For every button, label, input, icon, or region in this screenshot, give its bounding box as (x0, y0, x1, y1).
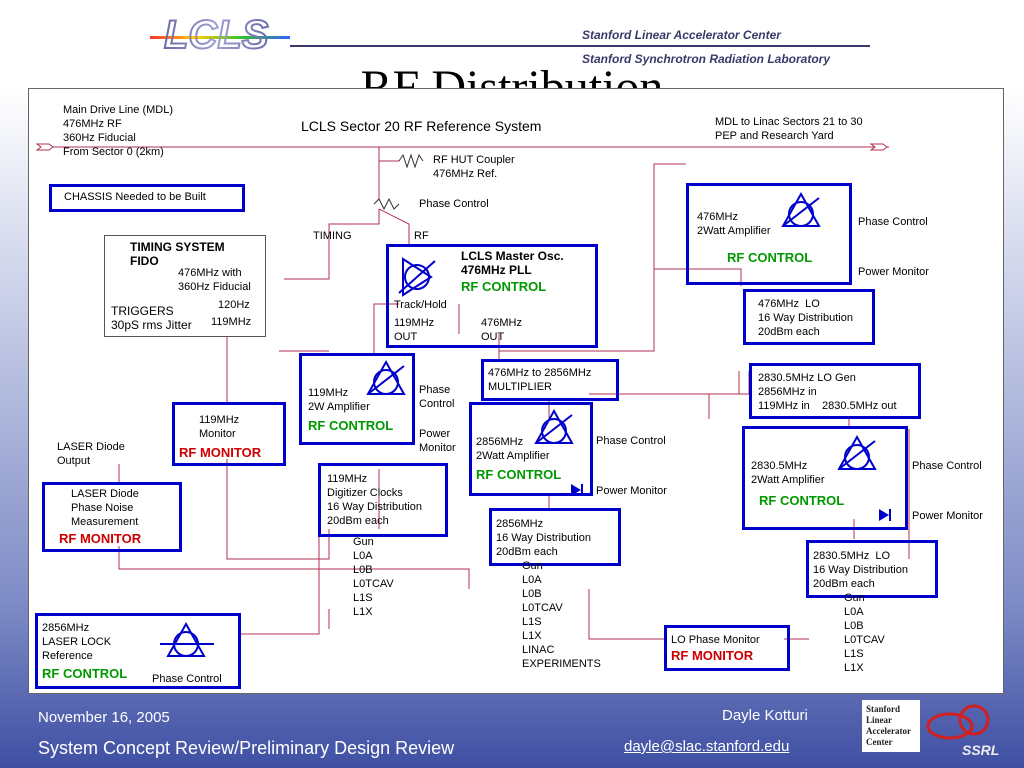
laser-noise-label: LASER Diode Phase Noise Measurement (71, 488, 139, 528)
amp476-phase-control: Phase Control (858, 216, 928, 228)
track-hold-label: Track/Hold (394, 299, 447, 311)
chassis-note: CHASSIS Needed to be Built (49, 184, 245, 212)
amp119-label: 119MHz 2W Amplifier (308, 387, 370, 413)
footer-author: Dayle Kotturi (722, 707, 808, 724)
laser-noise-box: LASER Diode Phase Noise Measurement RF M… (42, 482, 182, 552)
timing-system-label: TIMING SYSTEM FIDO (130, 240, 225, 268)
mdl-input-label: Main Drive Line (MDL) 476MHz RF 360Hz Fi… (63, 104, 174, 158)
amp476-power-monitor: Power Monitor (858, 266, 929, 278)
lo-gen-label: 2830.5MHz LO Gen 2856MHz in 119MHz in 28… (758, 372, 897, 412)
amp119-power-monitor: Power Monitor (419, 428, 456, 454)
footer-email-link[interactable]: dayle@slac.stanford.edu (624, 738, 790, 755)
laser-output-label: LASER Diode Output (57, 441, 125, 467)
ssrl-logo: SSRL (926, 704, 999, 758)
multiplier-label: 476MHz to 2856MHz MULTIPLIER (488, 367, 592, 393)
amplifier-icon (837, 434, 877, 470)
timing-system-box: TIMING SYSTEM FIDO 476MHz with 360Hz Fid… (104, 235, 266, 337)
dist2856-label: 2856MHz 16 Way Distribution 20dBm each (496, 518, 591, 558)
diagram-subtitle: LCLS Sector 20 RF Reference System (301, 118, 542, 134)
multiplier-box: 476MHz to 2856MHz MULTIPLIER (481, 359, 619, 401)
list2856: Gun L0A L0B L0TCAV L1S L1X LINAC EXPERIM… (522, 560, 601, 670)
list119: Gun L0A L0B L0TCAV L1S L1X (353, 536, 394, 618)
org-line-2: Stanford Synchrotron Radiation Laborator… (582, 52, 831, 66)
amp2830-power-monitor: Power Monitor (912, 510, 983, 522)
svg-text:SSRL: SSRL (962, 742, 999, 758)
amp2856-box: 2856MHz 2Watt Amplifier RF CONTROL (469, 402, 593, 496)
lcls-logo: LCLS (150, 12, 290, 58)
amp2856-rf-control: RF CONTROL (476, 467, 562, 482)
laser-lock-label: 2856MHz LASER LOCK Reference (42, 622, 112, 662)
mon119-label: 119MHz Monitor (199, 414, 240, 440)
laser-rf-monitor: RF MONITOR (59, 531, 142, 546)
amplifier-icon (781, 191, 821, 227)
amp476-label: 476MHz 2Watt Amplifier (697, 211, 771, 237)
lo-monitor-box: LO Phase Monitor RF MONITOR (664, 625, 790, 671)
diode-icon (879, 509, 891, 521)
amplifier-icon (534, 408, 574, 444)
dig119-label: 119MHz Digitizer Clocks 16 Way Distribut… (327, 473, 422, 527)
master-osc-box: LCLS Master Osc. 476MHz PLL RF CONTROL T… (386, 244, 598, 348)
amplifier-icon (160, 621, 214, 657)
header-rule (290, 45, 870, 47)
out476-label: 476MHz OUT (481, 317, 522, 343)
lo476-label: 476MHz LO 16 Way Distribution 20dBm each (758, 298, 853, 338)
timing-119-label: 119MHz (211, 316, 252, 328)
amplifier-icon (366, 359, 406, 395)
amp2830-box: 2830.5MHz 2Watt Amplifier RF CONTROL (742, 426, 908, 530)
dig119-box: 119MHz Digitizer Clocks 16 Way Distribut… (318, 463, 448, 537)
dist2856-box: 2856MHz 16 Way Distribution 20dBm each (489, 508, 621, 566)
amp119-box: 119MHz 2W Amplifier RF CONTROL (299, 353, 415, 445)
wiring (35, 143, 910, 640)
amp476-box: 476MHz 2Watt Amplifier RF CONTROL (686, 183, 852, 285)
mon119-box: 119MHz Monitor RF MONITOR (172, 402, 286, 466)
laser-lock-phase-control: Phase Control (152, 673, 222, 685)
mdl-output-label: MDL to Linac Sectors 21 to 30 PEP and Re… (715, 116, 863, 142)
out119-label: 119MHz OUT (394, 317, 435, 343)
amp2856-label: 2856MHz 2Watt Amplifier (476, 436, 550, 462)
chassis-label: CHASSIS Needed to be Built (64, 191, 206, 203)
master-osc-rf-control: RF CONTROL (461, 279, 547, 294)
master-osc-label: LCLS Master Osc. 476MHz PLL (461, 249, 564, 277)
lo476-box: 476MHz LO 16 Way Distribution 20dBm each (743, 289, 875, 345)
timing-label: TIMING (313, 230, 352, 242)
diode-icon (571, 484, 583, 496)
rf-label: RF (414, 230, 429, 242)
amp119-phase-control: Phase Control (419, 384, 455, 410)
lo-monitor-label: LO Phase Monitor (671, 634, 760, 646)
lo2830-label: 2830.5MHz LO 16 Way Distribution 20dBm e… (813, 550, 908, 590)
footer-review: System Concept Review/Preliminary Design… (38, 738, 455, 758)
mon119-rf-monitor: RF MONITOR (179, 445, 262, 460)
lo-gen-box: 2830.5MHz LO Gen 2856MHz in 119MHz in 28… (749, 363, 921, 419)
rf-hut-label: RF HUT Coupler 476MHz Ref. (433, 154, 515, 180)
slac-logo: Stanford Linear Accelerator Center (862, 700, 920, 752)
hz120-label: 120Hz (218, 299, 250, 311)
amp2830-label: 2830.5MHz 2Watt Amplifier (751, 460, 825, 486)
amp119-rf-control: RF CONTROL (308, 418, 394, 433)
laser-lock-rf-control: RF CONTROL (42, 666, 128, 681)
svg-text:LCLS: LCLS (164, 13, 269, 57)
phase-control-top-label: Phase Control (419, 198, 489, 210)
amp476-rf-control: RF CONTROL (727, 250, 813, 265)
lo-monitor-rf-monitor: RF MONITOR (671, 648, 754, 663)
amp2856-phase-control: Phase Control (596, 435, 666, 447)
triggers-label: TRIGGERS 30pS rms Jitter (111, 304, 192, 332)
fiducial-label: 476MHz with 360Hz Fiducial (178, 267, 251, 293)
amp2830-phase-control: Phase Control (912, 460, 982, 472)
list2830: Gun L0A L0B L0TCAV L1S L1X (844, 592, 885, 674)
amp2830-rf-control: RF CONTROL (759, 493, 845, 508)
amplifier-icon (398, 257, 436, 297)
diagram-canvas: Main Drive Line (MDL) 476MHz RF 360Hz Fi… (28, 88, 1004, 694)
amp2856-power-monitor: Power Monitor (596, 485, 667, 497)
footer-date: November 16, 2005 (38, 709, 170, 726)
lo2830-box: 2830.5MHz LO 16 Way Distribution 20dBm e… (806, 540, 938, 598)
laser-lock-box: 2856MHz LASER LOCK Reference RF CONTROL (35, 613, 241, 689)
org-line-1: Stanford Linear Accelerator Center (582, 28, 781, 42)
